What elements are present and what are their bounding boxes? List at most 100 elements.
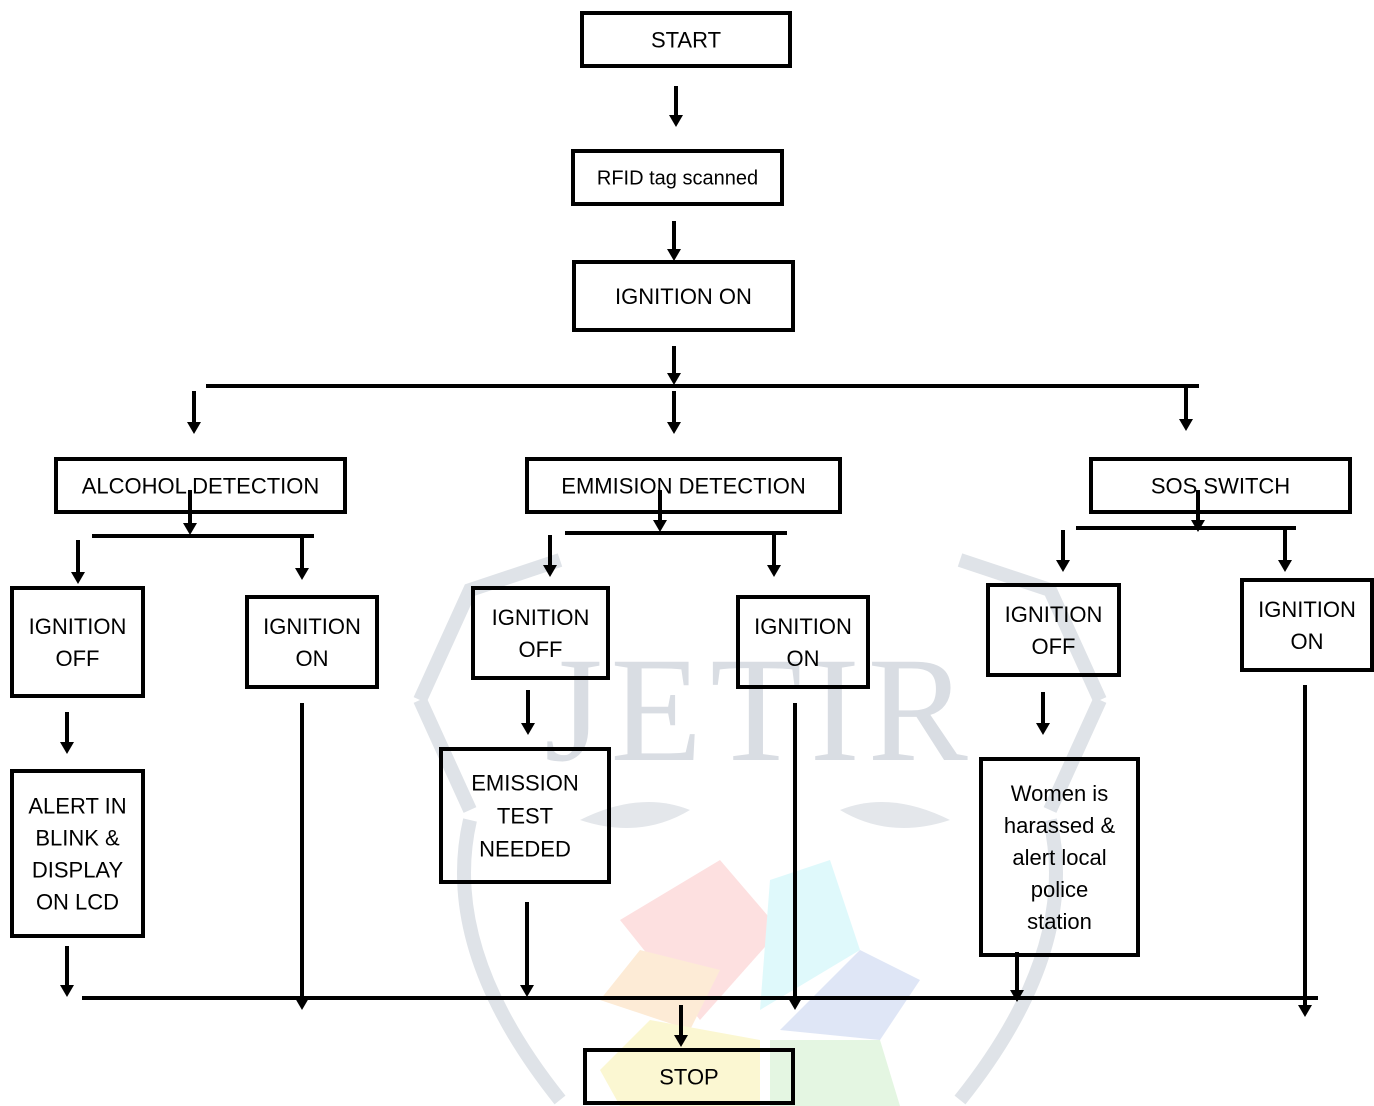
- arrowhead: [1056, 560, 1070, 572]
- node-sos: SOS SWITCH: [1089, 457, 1352, 514]
- node-text-line: NEEDED: [479, 836, 571, 861]
- node-text-line: alert local: [1012, 845, 1106, 870]
- arrowhead: [187, 422, 201, 434]
- node-text-line: RFID tag scanned: [597, 168, 758, 190]
- arrowhead: [788, 998, 802, 1010]
- arrowhead: [295, 998, 309, 1010]
- watermark-logo: JETIR: [413, 553, 1107, 1106]
- node-text-line: ALERT IN: [28, 793, 126, 818]
- arrowhead: [667, 373, 681, 385]
- arrowhead: [520, 985, 534, 997]
- node-text-line: START: [651, 27, 721, 52]
- node-text-line: STOP: [659, 1064, 719, 1089]
- node-em-test: EMISSION TEST NEEDED: [439, 747, 611, 884]
- arrowhead: [653, 520, 667, 532]
- node-rfid: RFID tag scanned: [571, 149, 784, 206]
- node-box: [571, 149, 784, 206]
- node-box: [1089, 457, 1352, 514]
- node-text-line: BLINK &: [35, 825, 120, 850]
- node-sos-alert: Women is harassed & alert local police stati…: [979, 757, 1140, 957]
- node-alcohol: ALCOHOL DETECTION: [54, 457, 347, 514]
- node-alc-alert: ALERT IN BLINK & DISPLAY ON LCD: [10, 769, 145, 938]
- node-text-line: IGNITION: [29, 614, 127, 639]
- arrowhead: [521, 723, 535, 735]
- arrowhead: [1278, 560, 1292, 572]
- node-text-line: station: [1027, 909, 1092, 934]
- node-box: [471, 586, 610, 680]
- watermark-text: JETIR: [544, 627, 976, 793]
- node-em-on: IGNITION ON: [736, 595, 870, 689]
- arrowhead: [1179, 419, 1193, 431]
- connector-lines: [60, 86, 1318, 1047]
- node-text-line: OFF: [56, 646, 100, 671]
- watermark-petal-orange: [600, 950, 720, 1030]
- node-box: [1240, 578, 1374, 672]
- node-text-line: ON: [787, 646, 820, 671]
- node-box: [583, 1048, 795, 1105]
- node-box: [54, 457, 347, 514]
- node-text-line: EMMISION DETECTION: [561, 473, 805, 498]
- arrowhead: [667, 249, 681, 261]
- node-start: START: [580, 11, 792, 68]
- node-box: [439, 747, 611, 884]
- node-text-line: OFF: [1032, 634, 1076, 659]
- node-text-line: OFF: [519, 637, 563, 662]
- arrowhead: [1191, 520, 1205, 532]
- node-box: [525, 457, 842, 514]
- node-stop: STOP: [583, 1048, 795, 1105]
- arrowhead: [674, 1035, 688, 1047]
- node-text-line: IGNITION: [263, 614, 361, 639]
- node-box: [979, 757, 1140, 957]
- node-alc-on: IGNITION ON: [245, 595, 379, 689]
- node-box: [10, 586, 145, 698]
- arrowhead: [667, 422, 681, 434]
- watermark-leaf-right: [840, 802, 950, 828]
- node-text-line: IGNITION: [492, 605, 590, 630]
- node-alc-off: IGNITION OFF: [10, 586, 145, 698]
- arrowhead: [767, 565, 781, 577]
- watermark-petal-yellow: [600, 1020, 760, 1106]
- node-sos-off: IGNITION OFF: [986, 583, 1121, 677]
- node-text-line: DISPLAY: [32, 857, 124, 882]
- node-text-line: ON: [296, 646, 329, 671]
- node-text-line: ON LCD: [36, 889, 119, 914]
- arrowhead: [1298, 1005, 1312, 1017]
- node-text-line: harassed &: [1004, 813, 1116, 838]
- node-box: [572, 260, 795, 332]
- node-ignition-on-main: IGNITION ON: [572, 260, 795, 332]
- node-text-line: IGNITION ON: [615, 284, 752, 309]
- arrowhead: [669, 115, 683, 127]
- node-text-line: ON: [1291, 629, 1324, 654]
- node-box: [736, 595, 870, 689]
- watermark-shield-outline: [413, 553, 1107, 813]
- watermark-arch-left: [457, 818, 566, 1105]
- node-text-line: IGNITION: [1258, 597, 1356, 622]
- node-sos-on: IGNITION ON: [1240, 578, 1374, 672]
- watermark-petal-red: [620, 860, 780, 1020]
- arrowhead: [71, 572, 85, 584]
- watermark-petal-green: [770, 1040, 900, 1106]
- node-text-line: ALCOHOL DETECTION: [82, 473, 320, 498]
- arrowhead: [1036, 723, 1050, 735]
- node-box: [986, 583, 1121, 677]
- node-text-line: IGNITION: [754, 614, 852, 639]
- arrowhead: [183, 523, 197, 535]
- node-box: [10, 769, 145, 938]
- node-box: [580, 11, 792, 68]
- arrowhead: [543, 565, 557, 577]
- arrowhead: [295, 568, 309, 580]
- watermark-petal-blue: [780, 950, 920, 1040]
- node-text-line: police: [1031, 877, 1088, 902]
- watermark-petal-cyan: [760, 860, 860, 1010]
- node-emission: EMMISION DETECTION: [525, 457, 842, 514]
- node-em-off: IGNITION OFF: [471, 586, 610, 680]
- node-text-line: SOS SWITCH: [1151, 473, 1290, 498]
- arrowhead: [60, 985, 74, 997]
- node-text-line: EMISSION: [471, 770, 579, 795]
- node-text-line: IGNITION: [1005, 602, 1103, 627]
- node-text-line: Women is: [1011, 781, 1108, 806]
- node-text-line: TEST: [497, 803, 553, 828]
- arrowhead: [60, 742, 74, 754]
- node-box: [245, 595, 379, 689]
